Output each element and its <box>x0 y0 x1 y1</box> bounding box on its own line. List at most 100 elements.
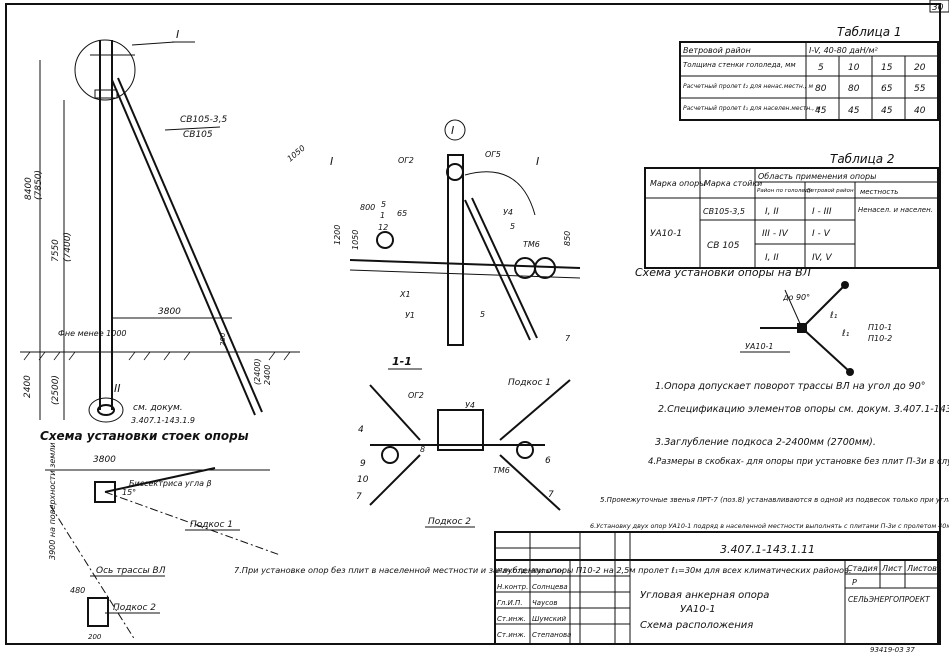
tb-title1: Угловая анкерная опора <box>640 590 769 601</box>
t1-r1-v3: 20 <box>914 63 926 73</box>
t2-r1-stand: СВ 105 <box>707 241 740 251</box>
scheme-ua: УА10-1 <box>745 342 774 351</box>
note-1: 1.Опора допускает поворот трассы ВЛ на у… <box>655 381 926 392</box>
tb-stage-h: Стадия <box>847 564 878 573</box>
t1-r1-v2: 15 <box>881 63 893 73</box>
footer-code: 93419-03 37 <box>870 646 915 654</box>
tb-role-1: Н.контр. <box>497 583 528 591</box>
sec-10: 10 <box>357 475 369 485</box>
table1-title: Таблица 1 <box>837 25 902 39</box>
label-u1: У1 <box>405 311 415 320</box>
og5-label: ОГ5 <box>485 150 501 159</box>
scheme-p102: П10-2 <box>868 334 892 343</box>
scheme-to90: до 90° <box>782 293 810 302</box>
top-detail: I 1050 I I ОГ2 ОГ5 800 1200 1050 850 5 1… <box>286 119 581 346</box>
view-I-bubble <box>444 119 466 141</box>
tb-role-4: Ст.инж. <box>497 631 526 639</box>
label-65: 65 <box>397 209 407 218</box>
dim-8400: 8400 <box>24 177 34 200</box>
t1-r3-v2: 45 <box>881 106 893 116</box>
dim-2500: (2500) <box>51 375 61 405</box>
traverse <box>349 259 581 269</box>
label-7a: 7 <box>565 334 571 343</box>
dim-2400: 2400 <box>23 375 33 398</box>
label-tm6: ТМ6 <box>523 240 540 249</box>
install-scheme-title: Схема установки опоры на ВЛ <box>635 266 811 279</box>
tb-name-3: Шумский <box>532 615 567 623</box>
label-12: 12 <box>378 223 388 232</box>
tb-role-3: Ст.инж. <box>497 615 526 623</box>
marker-I-left: I <box>330 155 333 168</box>
dim-7400: (7400) <box>63 232 73 262</box>
tb-role-0: Нач.отд. <box>497 567 528 575</box>
tb-name-1: Солнцева <box>532 583 568 591</box>
stand-label-1: СВ105-3,5 <box>180 115 227 125</box>
note-5: 5.Промежуточные звенья ПРТ-7 (поз.8) уст… <box>600 496 949 504</box>
t1-r0-label: Ветровой район <box>683 46 751 55</box>
t2-h1: Марка стойки <box>704 179 762 188</box>
t2-h2: Область применения опоры <box>758 172 876 181</box>
stand-scheme-title: Схема установки стоек опоры <box>40 429 249 443</box>
detail-I-circle <box>74 39 136 101</box>
t2-r2-ice: I, II <box>765 253 779 263</box>
see-doc-code: 3.407.1-143.1.9 <box>131 416 195 425</box>
t1-r2-v3: 55 <box>914 84 926 94</box>
ground-note: Фне менее 1000 <box>58 329 127 338</box>
t2-sh2: местность <box>860 188 898 196</box>
table-2: Таблица 2 Марка опоры Марка стойки Облас… <box>644 152 939 269</box>
stand-plan: 3800 Биссектриса угла β 15° Подкос 1 Ось… <box>45 442 281 641</box>
scheme-l1: ℓ₁ <box>829 311 838 321</box>
dim-1050b: 1050 <box>351 230 360 250</box>
route-axis-label: Ось трассы ВЛ <box>96 566 166 576</box>
dim-850: 850 <box>563 231 572 246</box>
t1-r3-v0: 45 <box>815 106 827 116</box>
t1-r2-v1: 80 <box>848 84 860 94</box>
notes: 1.Опора допускает поворот трассы ВЛ на у… <box>234 381 949 575</box>
note-2: 2.Спецификацию элементов опоры см. докум… <box>658 404 949 415</box>
dim-1050: 1050 <box>286 144 307 164</box>
label-u4: У4 <box>503 208 513 217</box>
dim-1200: 1200 <box>333 225 342 245</box>
tb-name-0: Кулыгин <box>532 567 564 575</box>
bubble-I-text: I <box>451 124 454 137</box>
dim-200b: 200 <box>88 633 102 641</box>
title-block: 3.407.1-143.1.11 Угловая анкерная опора … <box>494 531 939 645</box>
tb-title2: УА10-1 <box>680 604 716 615</box>
t1-r0-v0: I-V, 40-80 даН/м² <box>809 46 879 55</box>
tb-name-2: Чаусов <box>532 599 558 607</box>
angle-15: 15° <box>122 488 136 497</box>
t2-sh1: Ветровой район <box>807 188 854 194</box>
pole-elevation: 3.407.1-143.1.9 I СВ105-3,5 СВ105 8400 (… <box>20 28 300 443</box>
label-5b: 5 <box>510 222 515 231</box>
tb-role-2: Гл.И.П. <box>497 599 523 607</box>
t1-r1-v1: 10 <box>848 63 860 73</box>
dim-7550: 7550 <box>51 239 61 262</box>
note-3: 3.Заглубление подкоса 2-2400мм (2700мм). <box>655 437 876 448</box>
t2-r1-ice: III - IV <box>762 229 789 239</box>
tb-sheets-h: Листов <box>906 564 937 573</box>
detail-II-ellipse <box>88 397 124 423</box>
t2-r0-area: Ненасел. и населен. <box>858 206 933 214</box>
t2-sh0: Район по гололеду <box>757 188 813 194</box>
marker-I-right: I <box>536 155 539 168</box>
t1-r3-label: Расчетный пролет ℓ₁ для населен.местн., … <box>683 105 821 112</box>
sec-podkos2: Подкос 2 <box>428 517 471 527</box>
section-pole <box>437 409 484 451</box>
view-I-label: I <box>176 28 179 41</box>
tb-code: 3.407.1-143.1.11 <box>720 543 815 556</box>
dim-7850: (7850) <box>34 170 44 200</box>
stand-label-2: СВ105 <box>183 130 213 140</box>
brace-line-2 <box>117 77 263 413</box>
section-label: 1-1 <box>392 355 412 368</box>
podkos1-label: Подкос 1 <box>190 520 233 530</box>
sec-tm6: ТМ6 <box>493 466 510 475</box>
sheet-number: 30 <box>932 3 944 13</box>
dim-3800: 3800 <box>158 307 181 317</box>
dim-2400r: (2400) <box>253 358 262 385</box>
t2-h0: Марка опоры <box>650 179 706 188</box>
dim-3800b: 3800 <box>93 455 116 465</box>
t2-support: УА10-1 <box>650 229 682 239</box>
note-6: 6.Установку двух опор УА10-1 подряд в на… <box>590 522 949 530</box>
tb-name-4: Степанова <box>532 631 571 639</box>
